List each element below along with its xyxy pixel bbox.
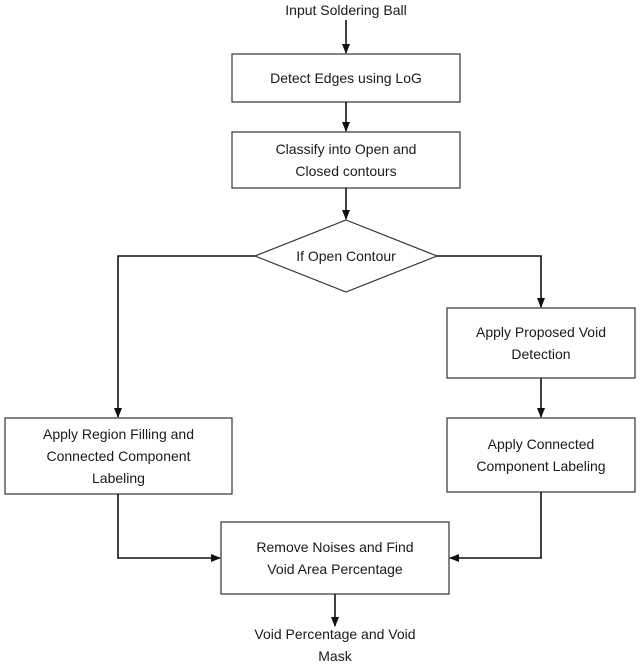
region-filling-label-line-3: Labeling — [92, 470, 145, 486]
region-filling-label-line-2: Connected Component — [46, 448, 191, 464]
arrow-region-filling-to-remove-noise — [117, 494, 221, 562]
detect-edges-label: Detect Edges using LoG — [270, 70, 422, 86]
decision-label: If Open Contour — [296, 248, 396, 264]
end-label-line-1: Void Percentage and Void — [254, 626, 416, 642]
classify-box — [231, 131, 461, 189]
detect-edges-box — [231, 53, 461, 103]
region-filling-label: Apply Region Filling and Connected Compo… — [5, 418, 232, 494]
void-detection-box — [446, 307, 636, 379]
ccl-box — [446, 417, 636, 493]
decision-diamond — [253, 219, 439, 293]
classify-label: Classify into Open and Closed contours — [232, 132, 460, 188]
remove-noise-label-line-1: Remove Noises and Find — [256, 539, 414, 555]
void-detection-label: Apply Proposed Void Detection — [447, 308, 635, 378]
classify-label-line-1: Classify into Open and — [275, 141, 417, 157]
remove-noise-box — [220, 521, 450, 595]
ccl-label-line-2: Component Labeling — [476, 458, 606, 474]
remove-noise-label: Remove Noises and Find Void Area Percent… — [221, 522, 449, 594]
classify-label-line-2: Closed contours — [295, 163, 397, 179]
start-label: Input Soldering Ball — [285, 2, 407, 18]
end-label-line-2: Mask — [318, 648, 352, 664]
region-filling-label-line-1: Apply Region Filling and — [43, 426, 194, 442]
arrow-decision-to-void-detection — [437, 255, 545, 308]
void-detection-label-line-1: Apply Proposed Void — [476, 324, 606, 340]
ccl-label: Apply Connected Component Labeling — [447, 418, 635, 492]
region-filling-box — [4, 417, 233, 495]
arrow-ccl-to-remove-noise — [449, 492, 542, 562]
arrow-decision-to-region-filling — [114, 255, 255, 418]
ccl-label-line-1: Apply Connected — [487, 436, 595, 452]
end-label: Void Percentage and Void Mask — [185, 624, 485, 666]
remove-noise-label-line-2: Void Area Percentage — [267, 561, 403, 577]
void-detection-label-line-2: Detection — [511, 346, 571, 362]
